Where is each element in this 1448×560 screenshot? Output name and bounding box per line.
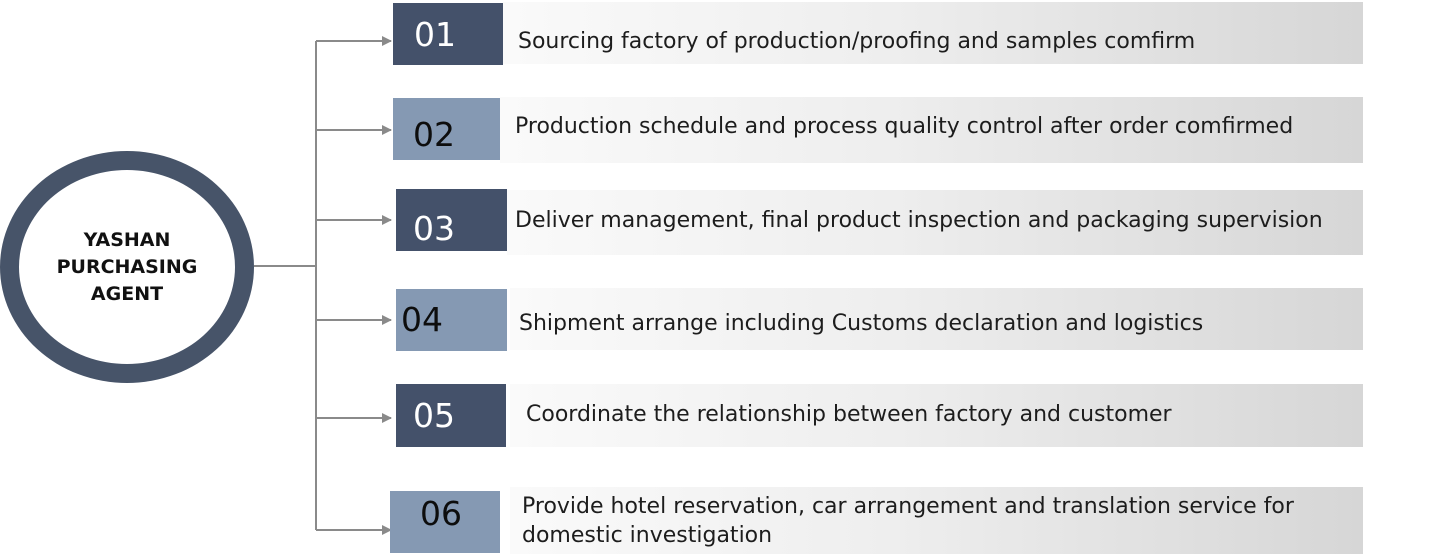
step-text-01: Sourcing factory of production/proofing …	[518, 29, 1196, 54]
step-text-05: Coordinate the relationship between fact…	[526, 401, 1172, 427]
step-number-03: 03	[413, 208, 455, 248]
step-text-bar-06: Provide hotel reservation, car arrangeme…	[510, 487, 1363, 554]
step-number-box-01: 01	[393, 3, 503, 65]
step-text-bar-01: Sourcing factory of production/proofing …	[503, 2, 1363, 64]
step-number-05: 05	[413, 396, 455, 435]
hub-circle: YASHAN PURCHASING AGENT	[0, 151, 254, 383]
step-number-box-05: 05	[396, 384, 506, 447]
step-text-bar-05: Coordinate the relationship between fact…	[510, 384, 1363, 447]
step-text-03: Deliver management, final product inspec…	[515, 208, 1323, 233]
step-number-06: 06	[420, 493, 462, 533]
step-text-02: Production schedule and process quality …	[515, 113, 1294, 139]
step-number-04: 04	[401, 299, 443, 339]
step-text-bar-03: Deliver management, final product inspec…	[507, 190, 1363, 255]
step-number-box-04: 04	[396, 289, 507, 351]
step-text-06: Provide hotel reservation, car arrangeme…	[522, 493, 1294, 548]
hub-label: YASHAN PURCHASING AGENT	[56, 228, 198, 305]
step-text-bar-02: Production schedule and process quality …	[500, 97, 1363, 163]
step-text-bar-04: Shipment arrange including Customs decla…	[510, 288, 1363, 350]
step-number-02: 02	[413, 114, 455, 154]
step-number-box-06: 06	[390, 491, 500, 553]
step-number-01: 01	[414, 14, 456, 54]
step-number-box-03: 03	[396, 189, 507, 251]
step-number-box-02: 02	[393, 98, 500, 160]
step-text-04: Shipment arrange including Customs decla…	[519, 310, 1204, 336]
